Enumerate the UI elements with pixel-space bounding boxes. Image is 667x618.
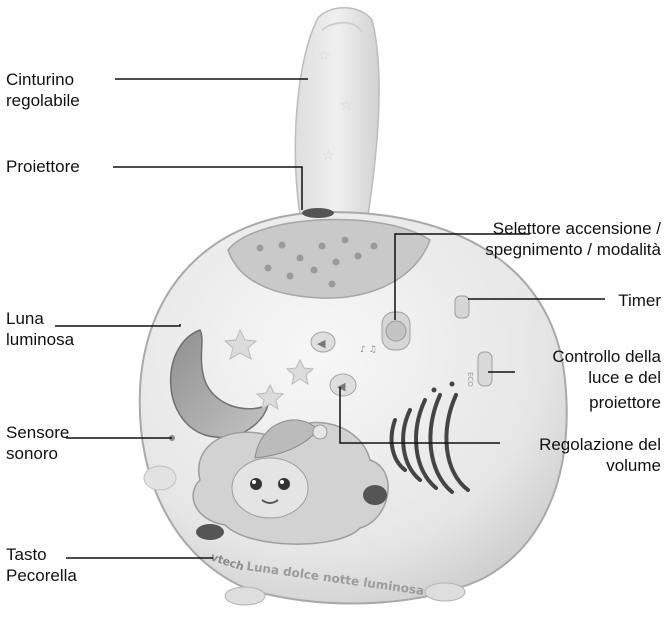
label-power-selector: Selettore accensione / spegnimento / mod… [485,218,661,260]
svg-text:♪ ♫: ♪ ♫ [360,345,377,355]
label-projector: Proiettore [6,156,80,177]
adjustable-strap: ☆ ☆ ☆ [295,8,379,215]
label-sound-sensor: Sensore sonoro [6,422,69,464]
label-moon: Luna luminosa [6,308,74,350]
light-control-button[interactable] [478,352,492,386]
side-marks: ECO [466,372,474,387]
label-sheep-button: Tasto Pecorella [6,544,77,586]
svg-text:◀: ◀ [337,380,346,393]
svg-text:☆: ☆ [318,48,331,64]
label-light-control: Controllo della luce e del proiettore [552,346,661,413]
svg-text:◀: ◀ [317,337,326,350]
svg-text:☆: ☆ [340,98,353,114]
svg-text:☆: ☆ [322,148,335,164]
power-mode-selector[interactable] [382,312,410,350]
timer-button[interactable] [455,296,469,318]
label-volume: Regolazione del volume [539,434,661,476]
label-strap: Cinturino regolabile [6,69,80,111]
leader-projector [113,167,302,210]
label-timer: Timer [618,290,661,311]
